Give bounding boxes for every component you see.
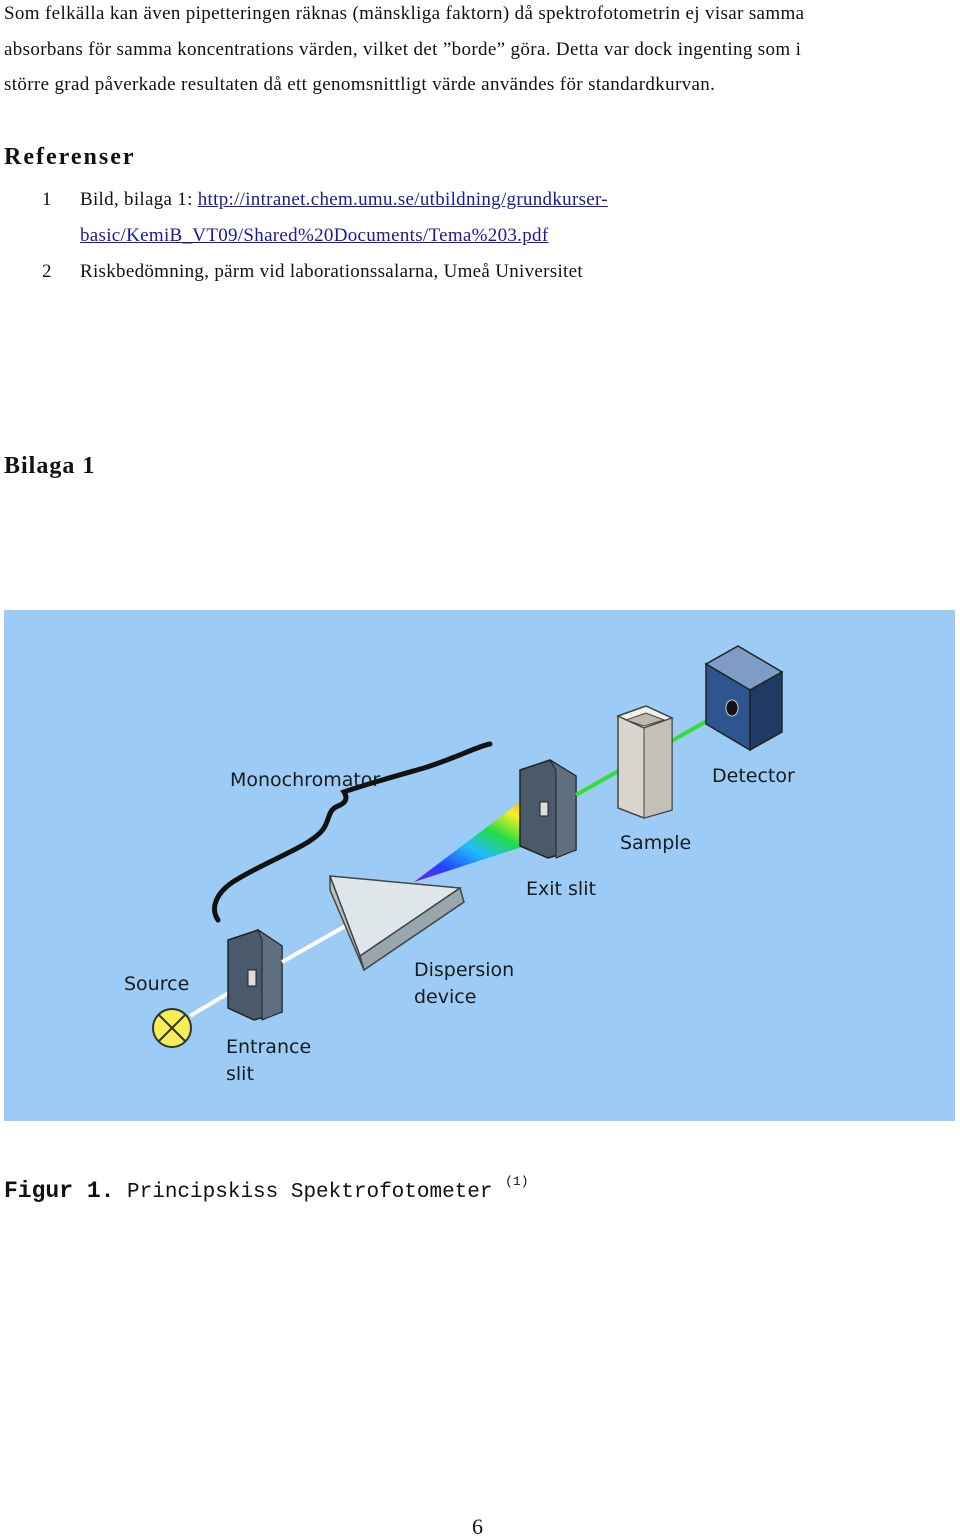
intro-line-1: Som felkälla kan även pipetteringen räkn… [4,3,805,24]
white-light-beam-2 [281,918,357,964]
caption-label: Figur 1. [4,1178,115,1204]
dispersion-prism-icon [328,875,465,972]
spectrophotometer-diagram: Monochromator Detector Sample Exit slit … [4,610,955,1121]
page-number: 6 [472,1514,483,1539]
label-entrance-line2: slit [226,1063,254,1085]
intro-line-2: absorbans för samma koncentrations värde… [4,38,802,60]
label-dispersion-line1: Dispersion [414,959,514,981]
reference-prefix: Bild, bilaga 1: [80,189,198,210]
label-source: Source [124,973,189,995]
label-detector: Detector [712,765,795,787]
caption-text: Principskiss Spektrofotometer [114,1181,493,1204]
reference-number: 2 [42,261,52,282]
light-source-icon [152,1008,192,1048]
appendix-heading: Bilaga 1 [4,453,96,479]
reference-number: 1 [42,189,52,210]
label-monochromator: Monochromator [230,769,380,791]
caption-reference: (1) [505,1174,529,1189]
reference-text: Riskbedömning, pärm vid laborationssalar… [80,261,583,282]
reference-link-part1[interactable]: http://intranet.chem.umu.se/utbildning/g… [197,189,608,210]
entrance-slit-icon [227,928,283,1021]
reference-link-part2[interactable]: basic/KemiB_VT09/Shared%20Documents/Tema… [80,225,549,246]
label-entrance-line1: Entrance [226,1036,311,1058]
label-dispersion-line2: device [414,986,476,1008]
label-exit-slit: Exit slit [526,878,596,900]
intro-paragraph: Som felkälla kan även pipetteringen räkn… [4,0,954,103]
exit-slit-icon [519,759,577,859]
intro-line-3: större grad påverkade resultaten då ett … [4,74,716,95]
monochromator-brace [212,741,493,923]
figure-caption: Figur 1. Principskiss Spektrofotometer (… [4,1174,529,1204]
label-sample: Sample [620,832,691,854]
diagram-background [4,610,955,1121]
references-heading: Referenser [4,144,136,170]
sample-cuvette-icon [616,705,674,819]
reference-text: Bild, bilaga 1: http://intranet.chem.umu… [80,189,608,211]
detector-icon [704,645,784,752]
